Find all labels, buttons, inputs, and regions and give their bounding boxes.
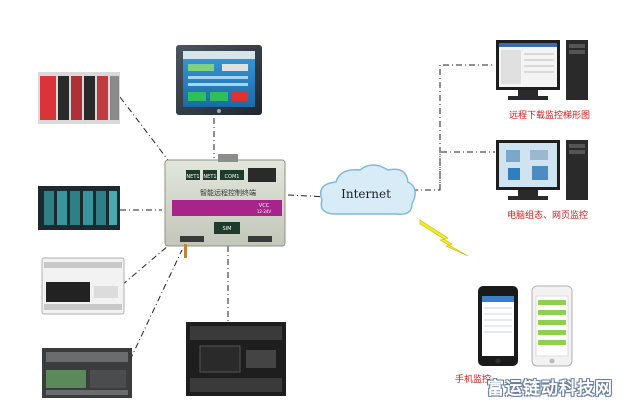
hmi-touchscreen xyxy=(176,45,262,115)
link-plc-gray xyxy=(129,249,183,361)
link-plc-white xyxy=(121,239,176,286)
label-pc-web: 电脑组态、网页监控 xyxy=(507,211,589,221)
internet-label: Internet xyxy=(341,187,391,201)
pc-scada-monitor xyxy=(496,140,588,200)
link-plc-red xyxy=(119,96,169,161)
label-remote-ladder: 远程下载监控梯形图 xyxy=(509,111,591,121)
plc-compact-white xyxy=(41,257,125,315)
remote-terminal xyxy=(164,154,286,258)
watermark: 富运链动科技网 xyxy=(487,379,613,399)
plc-black xyxy=(186,322,286,396)
terminal-port-label-3: COM1 xyxy=(225,174,240,180)
terminal-port-label-1: NET1 xyxy=(186,174,199,180)
pc-ladder-monitor xyxy=(496,40,588,100)
terminal-port-label-2: NET1 xyxy=(203,174,216,180)
plc-rack-red xyxy=(38,72,120,124)
terminal-model-top: VCC xyxy=(259,203,270,209)
link-pcs xyxy=(412,64,495,191)
terminal-sim-label: SIM xyxy=(223,226,232,232)
phone-white xyxy=(531,285,573,367)
plc-long-gray xyxy=(42,348,132,398)
terminal-title: 智能远程控制终端 xyxy=(200,188,256,197)
lightning-icon xyxy=(419,219,469,257)
phone-black xyxy=(478,286,518,366)
terminal-model-bottom: 12-24V xyxy=(257,209,272,214)
connection-lines xyxy=(119,64,495,361)
internet-cloud-icon xyxy=(319,164,416,216)
label-mobile: 手机监控 xyxy=(455,375,492,385)
plc-modular-teal xyxy=(38,186,120,230)
